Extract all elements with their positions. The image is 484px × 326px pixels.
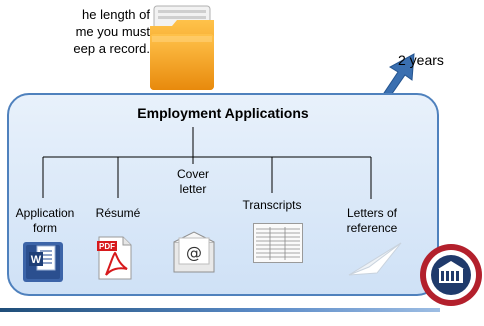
email-at-icon: @: [173, 231, 215, 273]
pdf-document-icon: PDF: [97, 236, 132, 280]
employment-applications-panel: Employment Applications Application form…: [7, 93, 439, 296]
svg-text:PDF: PDF: [99, 242, 115, 251]
paper-plane-icon: [348, 242, 402, 276]
state-library-seal-icon: [420, 244, 482, 306]
folder-icon: [150, 5, 214, 90]
retention-period: 2 years: [398, 52, 444, 68]
transcript-document-icon: [253, 223, 303, 263]
item-label-cover-letter: Cover letter: [169, 167, 217, 197]
item-label-application-form-text: Application form: [15, 206, 75, 235]
hierarchy-connectors: [42, 127, 372, 199]
note-line-1: he length of: [82, 7, 150, 22]
note-line-3: eep a record.: [73, 41, 150, 56]
footer-rule: [0, 308, 440, 312]
svg-text:W: W: [31, 254, 42, 266]
retention-note: he length of me you must eep a record.: [0, 6, 150, 57]
panel-title: Employment Applications: [137, 105, 309, 121]
word-document-icon: W: [23, 242, 63, 282]
item-label-letters-of-reference-text: Letters of reference: [346, 206, 398, 235]
note-line-2: me you must: [75, 24, 150, 39]
svg-text:@: @: [186, 243, 202, 262]
item-label-resume: Résumé: [95, 206, 141, 220]
item-label-cover-letter-text: Cover letter: [176, 167, 209, 196]
item-label-application-form: Application form: [6, 206, 84, 236]
item-label-letters-of-reference: Letters of reference: [337, 206, 407, 236]
item-label-transcripts: Transcripts: [242, 198, 302, 212]
